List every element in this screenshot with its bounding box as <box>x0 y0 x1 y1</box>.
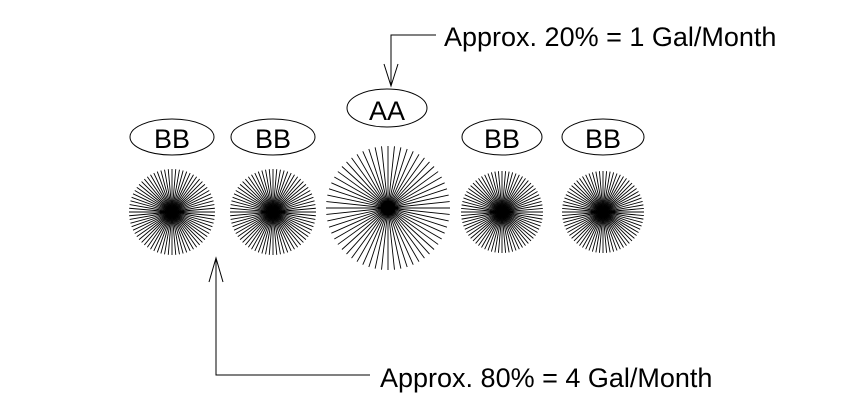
plant-label: BB <box>585 124 621 154</box>
label-oval <box>230 118 316 156</box>
plant-bb-3: BB <box>461 118 543 253</box>
label-oval <box>129 118 215 156</box>
sprinkler-burst <box>230 169 316 255</box>
leader-line <box>215 258 370 376</box>
plant-label: BB <box>154 124 190 154</box>
plant-bb-2: BB <box>230 118 316 255</box>
bottom-callout-label: Approx. 80% = 4 Gal/Month <box>380 363 712 393</box>
plant-bb-1: BB <box>129 118 215 255</box>
arrowhead-up-icon <box>208 256 224 283</box>
sprinkler-burst <box>461 171 543 253</box>
plant-label: BB <box>255 124 291 154</box>
bottom-callout: Approx. 80% = 4 Gal/Month <box>208 256 712 393</box>
top-callout: Approx. 20% = 1 Gal/Month <box>383 22 776 88</box>
plant-aa: AA <box>326 88 450 270</box>
top-callout-label: Approx. 20% = 1 Gal/Month <box>444 22 776 52</box>
plant-label: BB <box>484 124 520 154</box>
plant-label: AA <box>369 96 405 126</box>
label-oval <box>561 118 645 156</box>
plant-bb-4: BB <box>561 118 645 253</box>
sprinkler-burst <box>326 146 450 270</box>
arrowhead-down-icon <box>383 63 399 88</box>
sprinkler-burst <box>562 171 644 253</box>
label-oval <box>346 88 428 128</box>
label-oval <box>461 118 543 156</box>
sprinkler-burst <box>129 169 215 255</box>
leader-line <box>390 34 436 86</box>
